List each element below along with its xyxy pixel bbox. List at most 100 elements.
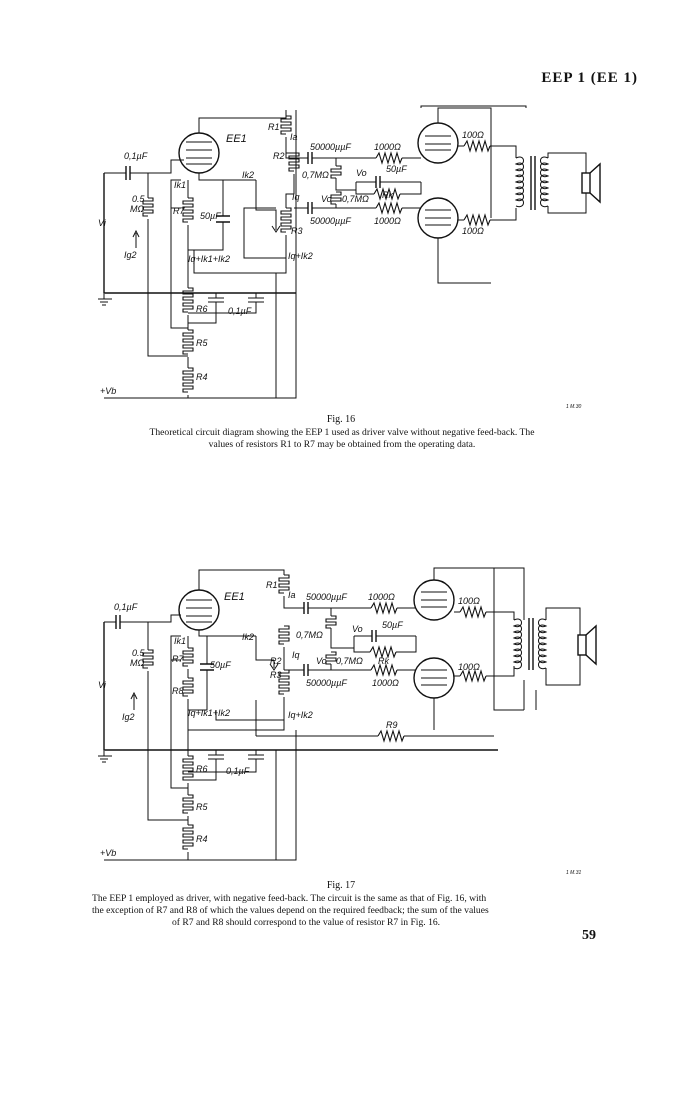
svg-text:Iq+Ik2: Iq+Ik2 (288, 251, 313, 261)
r1000-bot-fig16 (375, 201, 403, 215)
ground-symbol (98, 751, 112, 763)
svg-text:50000µµF: 50000µµF (310, 216, 351, 226)
page-number: 59 (582, 928, 596, 943)
svg-text:R6: R6 (196, 304, 208, 314)
r1000-top-fig16 (375, 151, 403, 165)
input-capacitor (125, 166, 131, 180)
valve-ee1-fig16 (178, 132, 220, 174)
r3-fig17 (278, 669, 290, 695)
r1-fig17 (278, 574, 290, 594)
svg-text:1000Ω: 1000Ω (368, 592, 395, 602)
svg-text:R4: R4 (196, 834, 208, 844)
label-ee1: EE1 (226, 133, 247, 145)
page-header: EEP 1 (EE 1) (541, 70, 638, 86)
fig16-number: Fig. 16 (326, 414, 356, 425)
svg-text:50000µµF: 50000µµF (310, 142, 351, 152)
svg-text:Iq: Iq (292, 650, 300, 660)
c50-out-fig17 (371, 630, 377, 642)
svg-text:R5: R5 (196, 338, 208, 348)
ground-rail (103, 173, 296, 294)
svg-text:50µF: 50µF (210, 660, 231, 670)
output-transformer-primary-fig16 (514, 156, 524, 208)
svg-text:R4: R4 (196, 372, 208, 382)
svg-text:Vo: Vo (321, 194, 332, 204)
valve-ee1-fig17 (178, 589, 220, 631)
svg-text:100Ω: 100Ω (458, 596, 480, 606)
svg-text:Vo: Vo (352, 624, 363, 634)
r1-fig16 (280, 115, 292, 135)
svg-text:Vi: Vi (98, 218, 107, 228)
r5-fig17 (182, 794, 194, 814)
svg-text:+Vb: +Vb (100, 848, 116, 858)
svg-text:R1: R1 (266, 580, 278, 590)
svg-text:0,7MΩ: 0,7MΩ (336, 656, 363, 666)
c-coupling-bot-fig16 (307, 202, 313, 214)
svg-text:Ik1: Ik1 (174, 636, 186, 646)
ground-rail (103, 622, 498, 751)
svg-text:Vi: Vi (98, 680, 107, 690)
output-valve-top-fig16 (417, 122, 459, 164)
svg-text:Ik2: Ik2 (242, 632, 254, 642)
label-cap-in: 0,1µF (124, 151, 148, 161)
svg-text:Iq+Ik2: Iq+Ik2 (288, 710, 313, 720)
svg-text:R7: R7 (173, 206, 185, 216)
r4-fig17 (182, 824, 194, 850)
r2-fig16 (288, 152, 300, 172)
r07-top-fig17 (325, 615, 337, 629)
svg-text:50000µµF: 50000µµF (306, 592, 347, 602)
svg-text:Rk: Rk (382, 190, 393, 200)
svg-text:Iq: Iq (292, 192, 300, 202)
fig16-caption: Theoretical circuit diagram showing the … (149, 427, 535, 450)
svg-text:MΩ: MΩ (130, 204, 144, 214)
rk-fig16 (373, 187, 401, 201)
fig17-caption: The EEP 1 employed as driver, with negat… (92, 893, 489, 928)
loudspeaker-fig17 (577, 634, 587, 656)
svg-text:R3: R3 (291, 226, 303, 236)
r100-top-fig16 (463, 139, 491, 153)
svg-text:EE1: EE1 (224, 591, 245, 603)
r3-fig16 (280, 207, 292, 233)
svg-text:Ia: Ia (290, 132, 298, 142)
grid-resistor-fig17 (142, 649, 154, 669)
svg-text:Ia: Ia (288, 590, 296, 600)
svg-text:0,1µF: 0,1µF (114, 602, 138, 612)
circuit-diagram-fig16: 0,1µF Vi 0.5 MΩ Ig2 EE1 Ik1 R7 50µF Iq+I… (98, 105, 601, 410)
r8-fig17 (182, 677, 194, 697)
r7-fig17 (182, 647, 194, 667)
svg-text:50µF: 50µF (386, 164, 407, 174)
svg-text:R7: R7 (172, 654, 184, 664)
svg-text:R3: R3 (270, 670, 282, 680)
r4-fig16 (182, 367, 194, 393)
svg-text:1 M.31: 1 M.31 (566, 870, 582, 876)
svg-text:Ik1: Ik1 (174, 180, 186, 190)
svg-text:1 M.30: 1 M.30 (566, 404, 582, 410)
r7-fig16 (182, 197, 194, 223)
svg-text:R1: R1 (268, 122, 280, 132)
svg-text:100Ω: 100Ω (458, 662, 480, 672)
circuit-diagram-fig17: 0,1µF Vi 0.5 MΩ Ig2 EE1 Ik1 R7 R8 50µF I… (98, 567, 597, 876)
output-transformer-primary-fig17 (512, 618, 522, 670)
svg-text:50µF: 50µF (382, 620, 403, 630)
svg-text:0.5: 0.5 (132, 194, 146, 204)
fig17-number: Fig. 17 (326, 880, 356, 891)
svg-text:0,7MΩ: 0,7MΩ (302, 170, 329, 180)
svg-text:100Ω: 100Ω (462, 130, 484, 140)
svg-text:Ig2: Ig2 (122, 712, 135, 722)
svg-text:1000Ω: 1000Ω (374, 216, 401, 226)
svg-text:Vo: Vo (316, 656, 327, 666)
r100-bot-fig16 (463, 213, 491, 227)
svg-text:100Ω: 100Ω (462, 226, 484, 236)
c-coupling-top-fig16 (307, 152, 313, 164)
svg-text:R2: R2 (270, 656, 282, 666)
rk-fig17 (369, 645, 397, 659)
loudspeaker-fig16 (581, 172, 591, 194)
svg-text:1000Ω: 1000Ω (374, 142, 401, 152)
svg-text:Ik2: Ik2 (242, 170, 254, 180)
svg-text:Iq+Ik1+Ik2: Iq+Ik1+Ik2 (188, 708, 230, 718)
r1000-bot-fig17 (370, 663, 398, 677)
c50-out-fig16 (375, 176, 381, 188)
svg-text:R6: R6 (196, 764, 208, 774)
svg-text:R8: R8 (172, 686, 184, 696)
svg-text:R5: R5 (196, 802, 208, 812)
r6-fig17 (182, 755, 194, 781)
